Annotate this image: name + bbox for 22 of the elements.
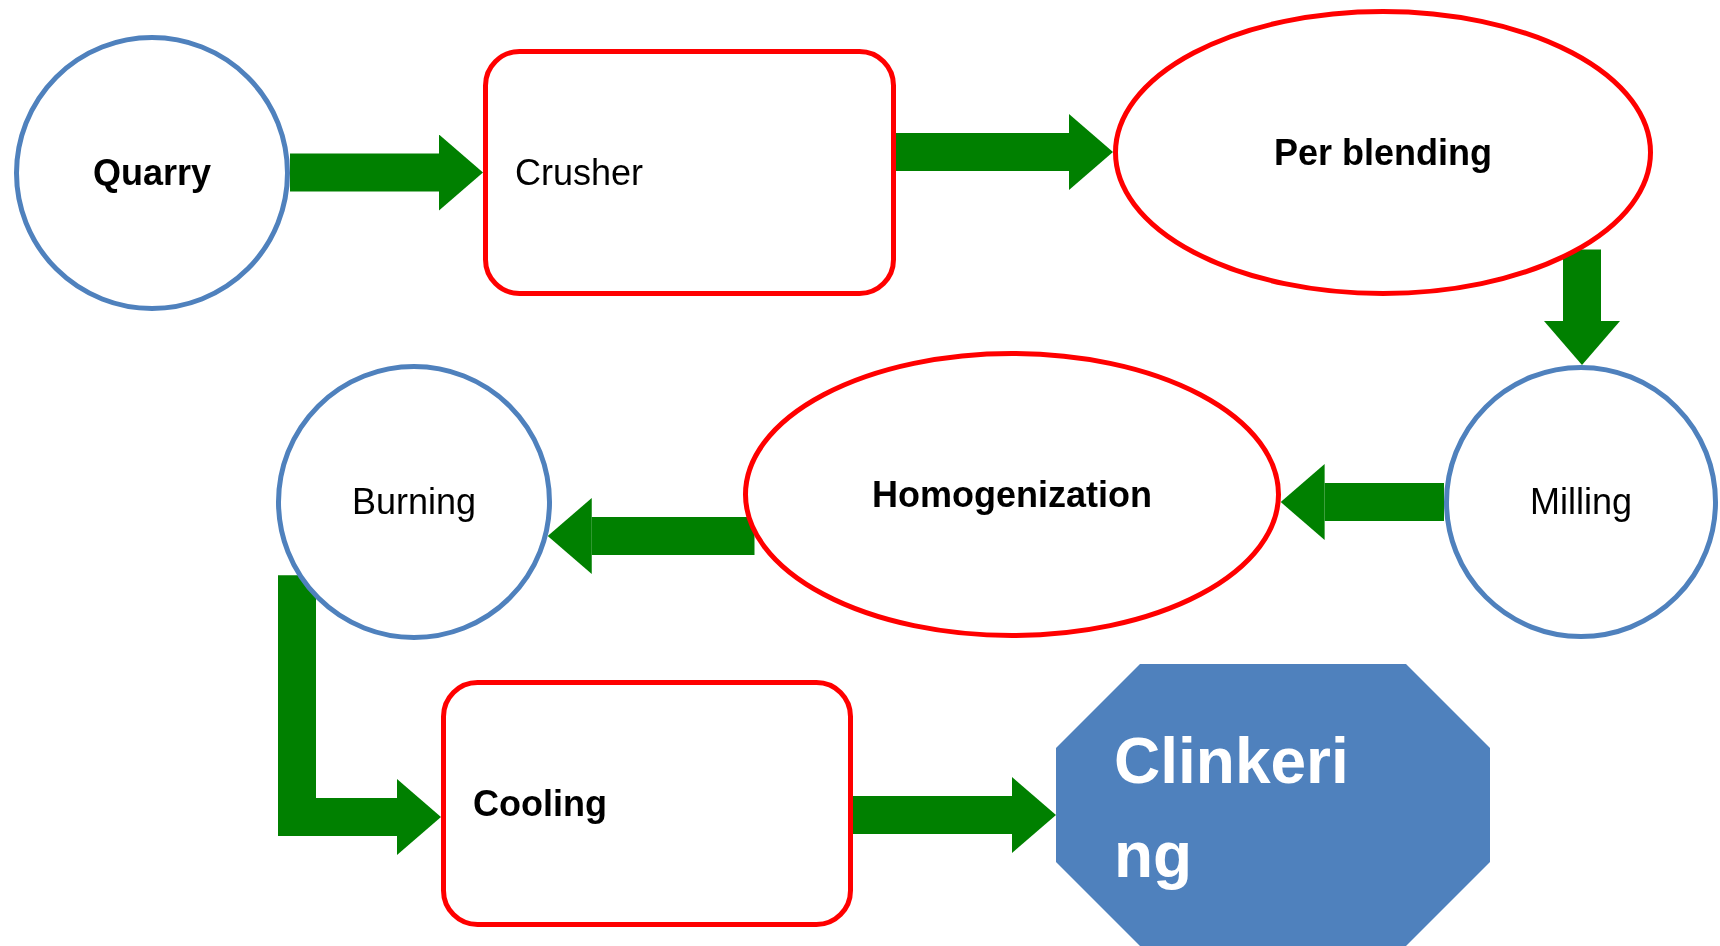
block-arrow — [547, 498, 755, 574]
process-ellipse — [1113, 9, 1653, 296]
node-label: Quarry — [92, 151, 212, 195]
block-arrow — [278, 575, 441, 855]
node-label: Cooling — [473, 781, 607, 826]
node-label: Milling — [1530, 480, 1632, 524]
block-arrow — [896, 114, 1113, 190]
node-label: Crusher — [515, 150, 644, 195]
block-arrow — [1280, 464, 1444, 540]
block-arrow — [1544, 249, 1620, 365]
block-arrow — [290, 134, 483, 211]
node-label: Per blending — [1274, 130, 1492, 175]
node-label: Burning — [351, 480, 477, 524]
process-circle — [14, 35, 290, 311]
process-ellipse — [743, 351, 1281, 638]
process-circle — [1444, 365, 1718, 639]
octagon-shape — [1056, 664, 1490, 946]
process-circle — [276, 364, 552, 640]
process-box — [441, 680, 853, 927]
node-label: Clinkering — [1114, 724, 1350, 893]
node-label: Homogenization — [872, 472, 1152, 517]
process-box — [483, 49, 896, 296]
